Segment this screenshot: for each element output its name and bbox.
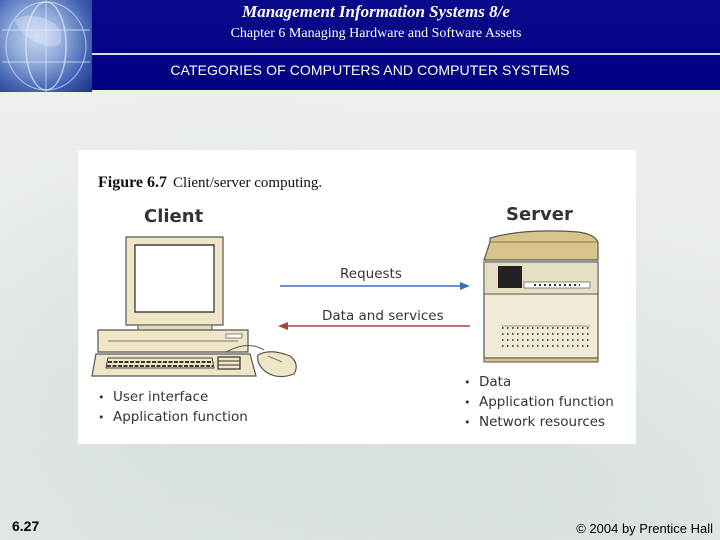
figure-number: Figure 6.7 [98,174,168,191]
globe-logo [0,0,92,92]
figure-caption: Figure 6.7 Client/server computing. [98,174,322,192]
server-label: Server [506,204,573,225]
client-bullet-list: User interface Application function [98,387,248,427]
keyboard-icon [91,353,257,377]
client-label: Client [144,206,204,227]
requests-label: Requests [340,266,402,282]
requests-arrow [280,282,470,290]
chapter-title: Chapter 6 Managing Hardware and Software… [230,26,522,41]
copyright-notice: © 2004 by Prentice Hall [576,521,713,536]
data-services-arrow [278,322,470,330]
book-title: Management Information Systems 8/e [242,2,510,21]
list-item: User interface [98,387,248,407]
server-icon [483,230,599,363]
data-services-label: Data and services [322,308,444,324]
header-divider [92,53,720,55]
list-item: Application function [464,392,614,412]
client-computer-icon [97,236,249,353]
header-bar [0,0,720,90]
list-item: Network resources [464,412,614,432]
figure-artwork [91,230,599,378]
mouse-icon [225,345,297,378]
section-title: CATEGORIES OF COMPUTERS AND COMPUTER SYS… [170,62,570,78]
figure-caption-text: Client/server computing. [173,175,323,191]
server-bullet-list: Data Application function Network resour… [464,372,614,432]
list-item: Application function [98,407,248,427]
figure-panel: Figure 6.7 Client/server computing. Clien… [78,150,636,444]
list-item: Data [464,372,614,392]
page-number: 6.27 [12,518,40,534]
